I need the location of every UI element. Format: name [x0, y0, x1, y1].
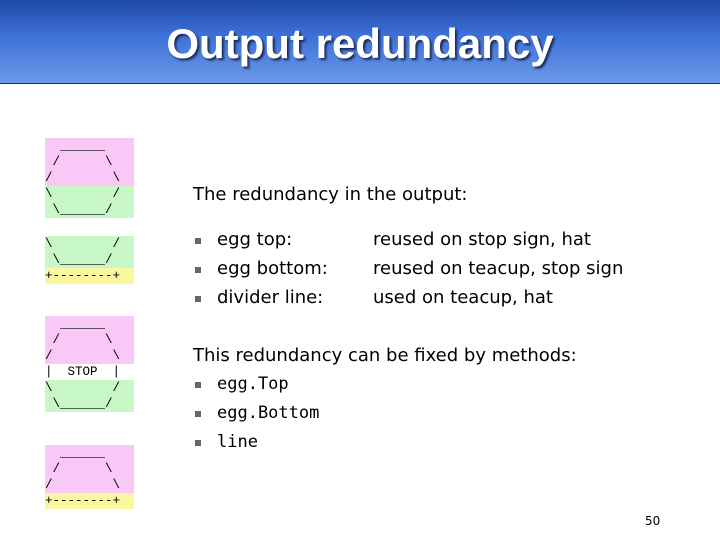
ascii-art-line: \ /: [45, 380, 134, 396]
bullet-icon: [195, 382, 201, 388]
ascii-art-line: \ /: [45, 236, 134, 252]
hat-figure: ______ / \/ \+--------+: [45, 445, 134, 509]
bullet-icon: [195, 440, 201, 446]
ascii-art-line: / \: [45, 477, 134, 493]
title-bar: Output redundancy: [0, 0, 720, 84]
redundancy-desc: reused on stop sign, hat: [373, 229, 591, 250]
ascii-art-line: / \: [45, 348, 134, 364]
method-item: egg.Bottom: [217, 403, 320, 423]
redundancy-name: egg bottom:: [217, 258, 328, 279]
page-number: 50: [645, 514, 661, 528]
teacup-figure: \ / \______/+--------+: [45, 236, 134, 284]
bullet-icon: [195, 296, 201, 302]
bullet-icon: [195, 411, 201, 417]
stop-sign-figure: ______ / \/ \| STOP |\ / \______/: [45, 316, 134, 412]
bullet-icon: [195, 267, 201, 273]
ascii-art-line: / \: [45, 332, 134, 348]
method-item: line: [217, 432, 258, 452]
egg-figure: ______ / \/ \\ / \______/: [45, 138, 134, 218]
ascii-art-line: ______: [45, 316, 134, 332]
method-item: egg.Top: [217, 374, 289, 394]
ascii-art-line: \______/: [45, 396, 134, 412]
bullet-icon: [195, 238, 201, 244]
ascii-art-line: +--------+: [45, 493, 134, 509]
redundancy-intro: The redundancy in the output:: [193, 184, 468, 205]
ascii-art-line: ______: [45, 138, 134, 154]
ascii-art-line: ______: [45, 445, 134, 461]
ascii-art-line: \ /: [45, 186, 134, 202]
redundancy-name: divider line:: [217, 287, 324, 308]
slide-title: Output redundancy: [166, 20, 554, 67]
ascii-art-line: / \: [45, 170, 134, 186]
ascii-art-line: / \: [45, 154, 134, 170]
redundancy-desc: used on teacup, hat: [373, 287, 553, 308]
redundancy-name: egg top:: [217, 229, 293, 250]
ascii-art-line: \______/: [45, 202, 134, 218]
ascii-art-line: +--------+: [45, 268, 134, 284]
fix-intro: This redundancy can be fixed by methods:: [193, 345, 577, 366]
redundancy-desc: reused on teacup, stop sign: [373, 258, 624, 279]
ascii-art-line: / \: [45, 461, 134, 477]
ascii-art-line: \______/: [45, 252, 134, 268]
ascii-art-line: | STOP |: [45, 365, 121, 379]
